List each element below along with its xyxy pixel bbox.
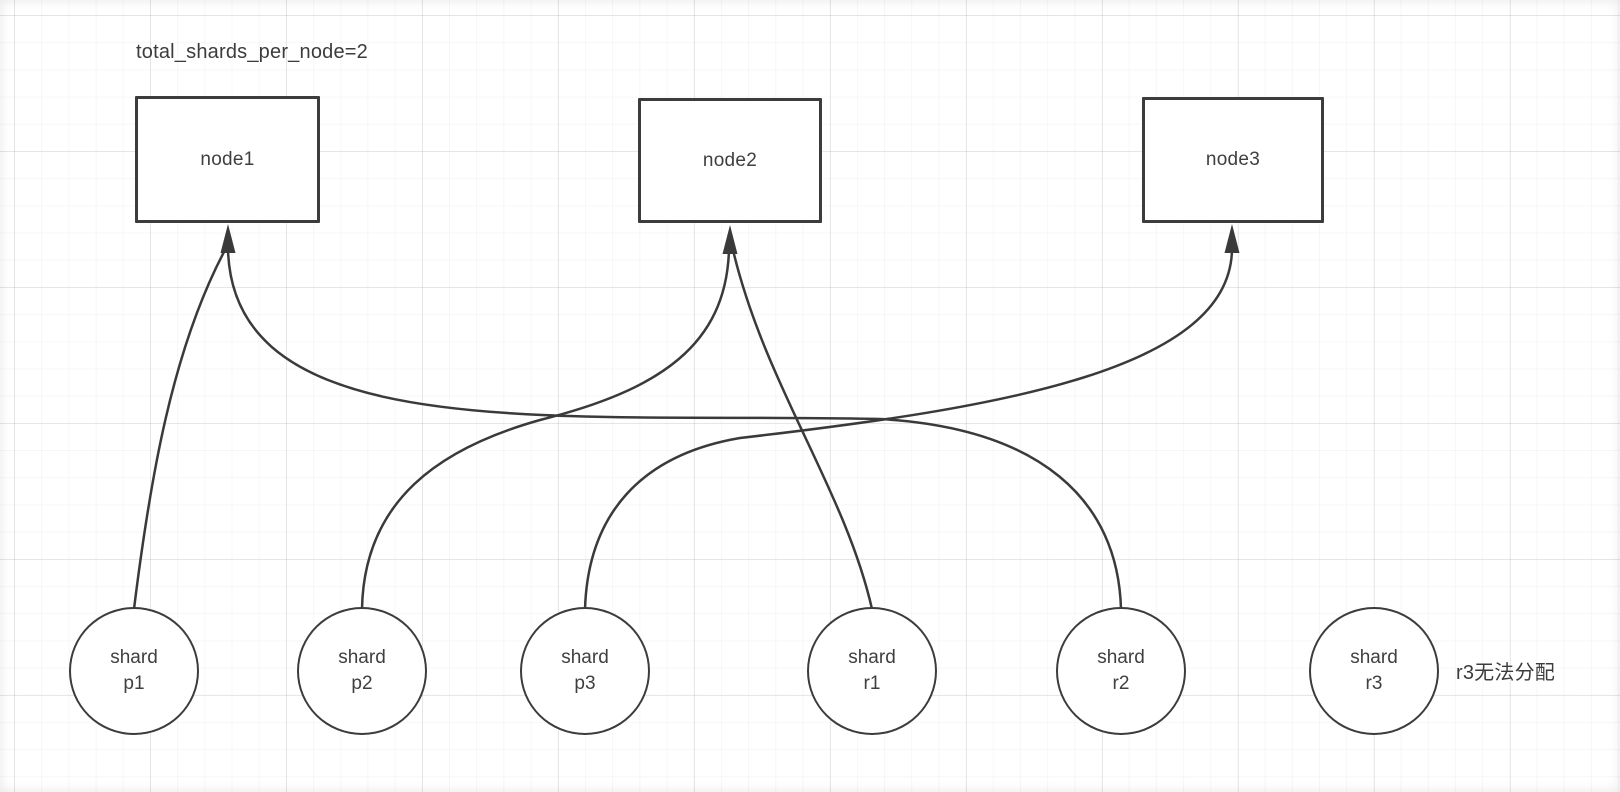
shard-r1-label-line2: r1 (863, 673, 881, 694)
shard-p3-label-line1: shard (561, 647, 609, 668)
edge-shard-p3-to-node3 (583, 246, 1234, 611)
shard-p2-label-line1: shard (338, 647, 386, 668)
shard-p3-circle: shard p3 (520, 607, 650, 735)
arrowhead-node2 (722, 225, 738, 254)
shard-p1-label-line2: p1 (123, 673, 145, 694)
edge-shard-p1-to-node1 (132, 248, 227, 611)
node1-label: node1 (200, 148, 255, 170)
shard-p1-circle: shard p1 (69, 607, 199, 735)
shard-r3-label-line2: r3 (1365, 673, 1383, 694)
edge-shard-r2-to-node1 (226, 248, 1123, 611)
shard-p2-label-line2: p2 (351, 673, 373, 694)
node1-box: node1 (135, 96, 320, 223)
diagram-title: total_shards_per_node=2 (136, 41, 369, 63)
arrowhead-node3 (1224, 224, 1240, 253)
shard-r2-label-line2: r2 (1112, 673, 1130, 694)
unassigned-note: r3无法分配 (1456, 662, 1555, 684)
edge-shard-r1-to-node2 (731, 248, 874, 611)
shard-p3-label-line2: p3 (574, 673, 596, 694)
edge-shard-p2-to-node2 (360, 248, 731, 611)
node3-label: node3 (1205, 149, 1261, 170)
shard-p1-label-line1: shard (110, 647, 158, 668)
shard-p2-circle: shard p2 (297, 607, 427, 735)
arrowhead-node1 (220, 224, 236, 253)
node2-box: node2 (638, 98, 822, 223)
shard-r3-circle: shard r3 (1309, 607, 1439, 735)
shard-r3-label-line1: shard (1350, 647, 1398, 668)
shard-r1-label-line1: shard (848, 647, 896, 668)
shard-r2-circle: shard r2 (1056, 607, 1186, 735)
node2-label: node2 (702, 149, 758, 171)
shard-r2-label-line1: shard (1097, 647, 1145, 668)
shard-r1-circle: shard r1 (807, 607, 937, 735)
node3-box: node3 (1142, 97, 1324, 223)
